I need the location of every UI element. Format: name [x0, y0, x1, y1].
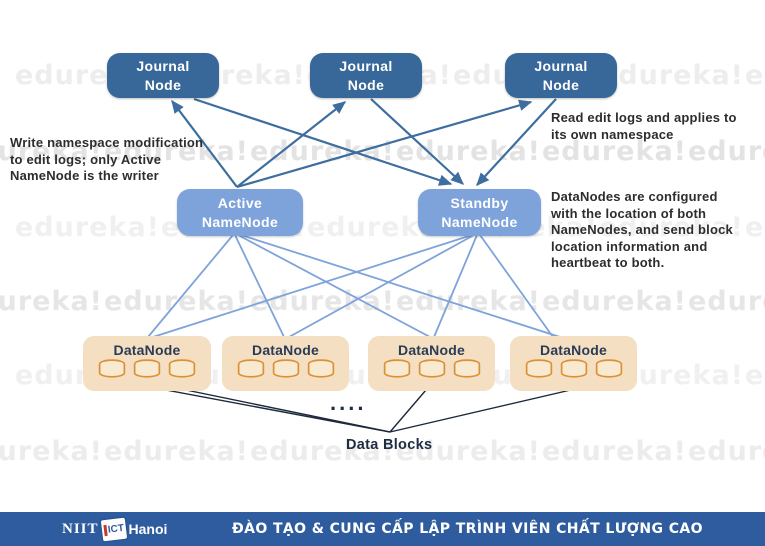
database-cylinder-icon	[453, 359, 480, 378]
database-cylinder-icon	[133, 359, 161, 378]
datanode-label: DataNode	[252, 342, 319, 358]
watermark-text: edureka!	[688, 436, 765, 467]
database-cylinder-icon	[525, 359, 552, 378]
standby-namenode-label: Standby	[450, 194, 509, 211]
datanode-label: DataNode	[113, 342, 181, 358]
write-namespace-note: Write namespace modification to edit log…	[10, 135, 204, 183]
watermark-text: edureka!	[396, 436, 541, 467]
journal-node-1: Journal Node	[107, 53, 219, 98]
watermark-text: edureka!	[104, 286, 249, 317]
watermark-text: edureka!	[542, 286, 687, 317]
watermark-text: edureka!	[104, 436, 249, 467]
hanoi-brand-text: Hanoi	[128, 521, 168, 537]
datanode-4: DataNode	[510, 336, 637, 391]
standby-namenode: Standby NameNode	[418, 189, 541, 236]
journal-node-label: Node	[347, 76, 385, 93]
datanode-1: DataNode	[83, 336, 211, 391]
database-cylinder-icon	[307, 359, 334, 378]
watermark-text: edureka!	[250, 136, 395, 167]
niit-hanoi-logo: NIIT ICT Hanoi	[62, 512, 167, 546]
niit-brand-text: NIIT	[62, 520, 99, 537]
database-cylinder-icon	[595, 359, 622, 378]
datanode-config-note: DataNodes are configured with the locati…	[551, 189, 733, 270]
datanode-3: DataNode	[368, 336, 495, 391]
datanode-storage-icons	[236, 359, 336, 379]
database-cylinder-icon	[168, 359, 196, 378]
watermark-text: edureka!	[396, 286, 541, 317]
ict-icon-text: ICT	[102, 522, 125, 536]
active-namenode-label: NameNode	[201, 213, 279, 230]
standby-namenode-label: NameNode	[441, 213, 518, 230]
database-cylinder-icon	[272, 359, 299, 378]
watermark-text: edureka!	[0, 136, 103, 167]
watermark-text: edureka!	[745, 60, 765, 91]
data-blocks-label: Data Blocks	[346, 437, 433, 453]
database-cylinder-icon	[560, 359, 587, 378]
watermark-text: edureka!	[542, 136, 687, 167]
watermark-text: edureka!	[0, 286, 103, 317]
watermark-text: edureka!	[542, 436, 687, 467]
watermark-text: edureka!	[688, 286, 765, 317]
watermark-text: edureka!	[745, 212, 765, 243]
watermark-text: edureka!	[250, 436, 395, 467]
more-datanodes-ellipsis: ....	[330, 390, 367, 415]
journal-node-label: Node	[542, 76, 580, 93]
niit-ict-logo-icon: ICT	[100, 517, 127, 541]
database-cylinder-icon	[383, 359, 410, 378]
journal-node-label: Journal	[136, 57, 190, 74]
watermark-text: edureka!	[250, 286, 395, 317]
active-namenode: Active NameNode	[177, 189, 303, 236]
journal-node-label: Node	[144, 76, 182, 93]
datanode-label: DataNode	[398, 342, 465, 358]
journal-node-label: Journal	[534, 57, 588, 74]
watermark-text: edureka!	[599, 60, 744, 91]
journal-node-2: Journal Node	[310, 53, 422, 98]
database-cylinder-icon	[237, 359, 264, 378]
journal-node-3: Journal Node	[505, 53, 617, 98]
watermark-text: edureka!	[396, 136, 541, 167]
journal-node-label: Journal	[339, 57, 393, 74]
footer-bar: NIIT ICT Hanoi ĐÀO TẠO & CUNG CẤP LẬP TR…	[0, 512, 765, 546]
watermark-text: edureka!	[688, 136, 765, 167]
read-edit-logs-note: Read edit logs and applies to its own na…	[551, 110, 737, 142]
database-cylinder-icon	[98, 359, 126, 378]
datanode-2: DataNode	[222, 336, 349, 391]
datanode-label: DataNode	[540, 342, 607, 358]
footer-tagline: ĐÀO TẠO & CUNG CẤP LẬP TRÌNH VIÊN CHẤT L…	[232, 521, 703, 537]
datanode-storage-icons	[97, 359, 197, 379]
active-namenode-label: Active	[217, 194, 263, 211]
datanode-storage-icons	[382, 359, 482, 379]
database-cylinder-icon	[418, 359, 445, 378]
watermark-text: edureka!	[15, 212, 160, 243]
datanode-storage-icons	[524, 359, 624, 379]
watermark-text: edureka!	[745, 360, 765, 391]
watermark-text: edureka!	[599, 212, 744, 243]
watermark-text: edureka!	[0, 436, 103, 467]
